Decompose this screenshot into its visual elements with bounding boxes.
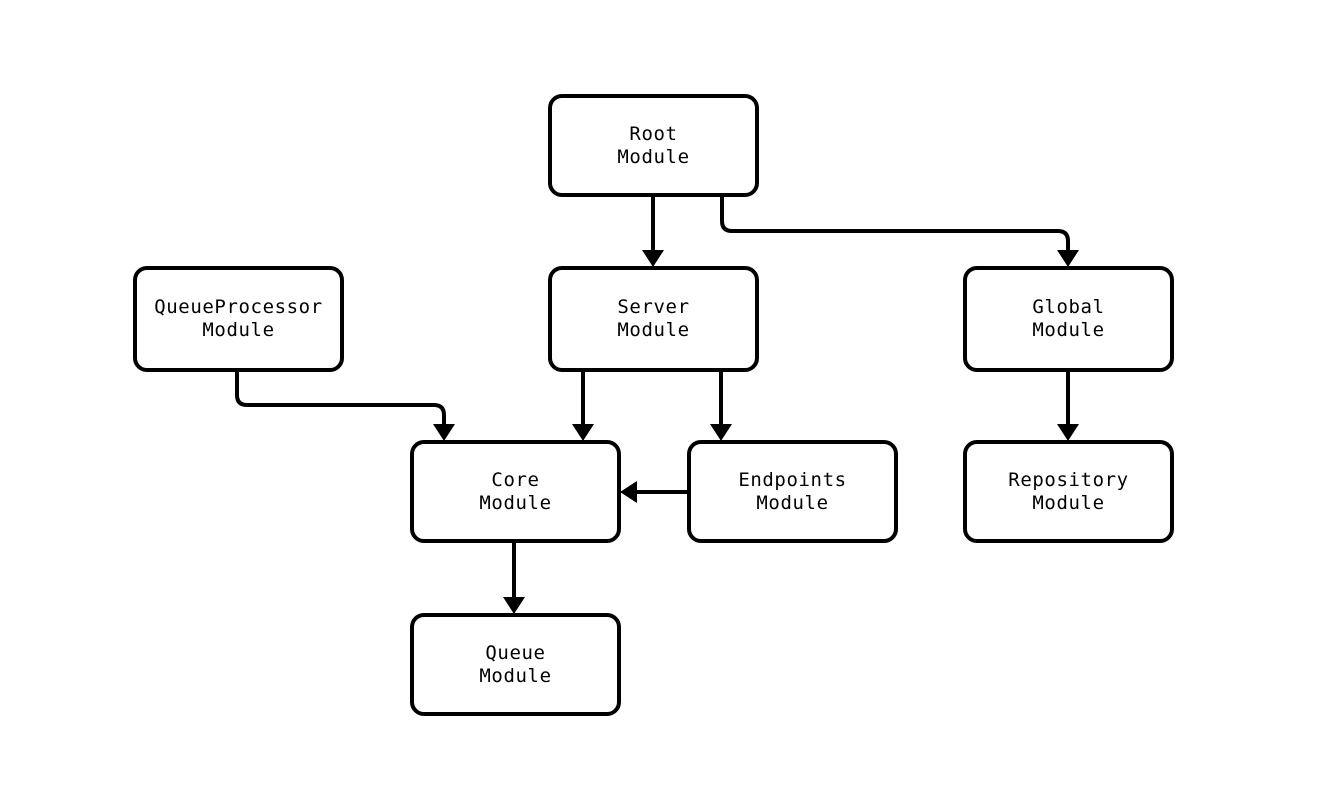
node-repository[interactable]: Repository Module xyxy=(963,440,1174,543)
node-queueprocessor[interactable]: QueueProcessor Module xyxy=(133,266,344,372)
node-repository-label: Repository Module xyxy=(1008,468,1129,514)
node-queueprocessor-label: QueueProcessor Module xyxy=(154,296,323,341)
node-core[interactable]: Core Module xyxy=(410,440,621,543)
node-server[interactable]: Server Module xyxy=(548,266,759,372)
node-queue-label: Queue Module xyxy=(479,641,552,687)
edge-queueprocessor-to-core xyxy=(235,372,446,424)
node-endpoints-label: Endpoints Module xyxy=(738,468,847,514)
node-root-label: Root Module xyxy=(617,122,690,168)
node-queue[interactable]: Queue Module xyxy=(410,613,621,716)
edge-root-to-global xyxy=(720,197,1070,250)
node-server-label: Server Module xyxy=(617,296,690,341)
arrowhead-root-to-server xyxy=(642,250,664,267)
node-global[interactable]: Global Module xyxy=(963,266,1174,372)
node-root[interactable]: Root Module xyxy=(548,94,759,197)
arrowhead-queueprocessor-to-core xyxy=(433,424,455,441)
arrowhead-server-to-endpoints xyxy=(710,424,732,441)
node-global-label: Global Module xyxy=(1032,296,1105,341)
arrowhead-root-to-global xyxy=(1057,250,1079,267)
arrowhead-core-to-queue xyxy=(503,597,525,614)
arrowhead-endpoints-to-core xyxy=(620,481,637,503)
node-endpoints[interactable]: Endpoints Module xyxy=(687,440,898,543)
node-core-label: Core Module xyxy=(479,468,552,514)
arrowhead-global-to-repository xyxy=(1057,424,1079,441)
arrowhead-server-to-core xyxy=(572,424,594,441)
